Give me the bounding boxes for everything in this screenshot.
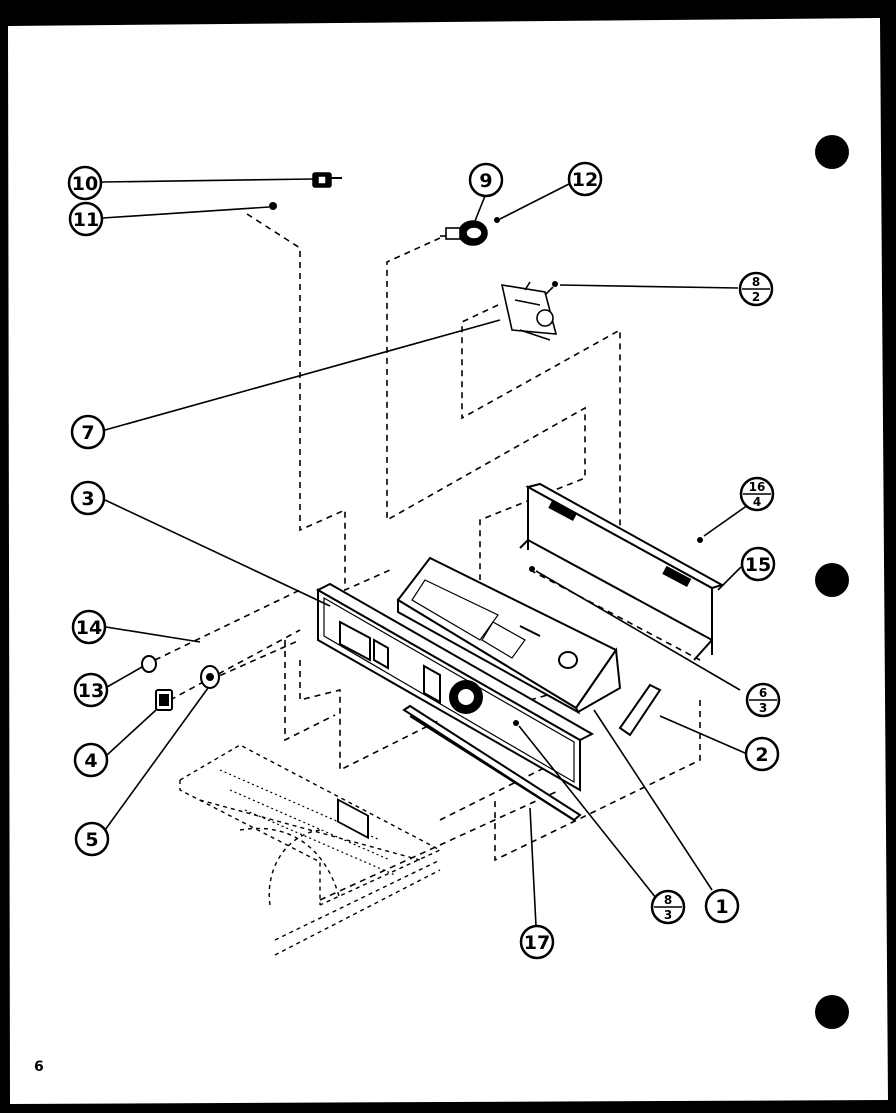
callout-15: 15 [740,546,776,582]
part-buzzer-9 [440,220,488,246]
part-skirt-5 [200,665,220,689]
paper-sheet [8,18,888,1104]
part-screw-12 [494,217,500,223]
svg-text:2: 2 [752,290,760,304]
leader-lines [101,178,756,927]
part-control-panel-3 [315,582,595,840]
callout-13: 13 [73,672,109,708]
part-bracket-15 [519,482,725,661]
page-number: 6 [34,1059,44,1075]
callout-8-over-3: 8 3 [650,889,686,925]
part-screw-8-3 [513,720,519,726]
svg-text:6: 6 [759,686,767,700]
cabinet-top-outline [179,744,442,956]
callout-1: 1 [704,888,740,924]
callout-10: 10 [67,165,103,201]
part-timer-7 [500,281,558,341]
svg-text:5: 5 [85,829,98,851]
part-button-4 [155,689,173,711]
svg-text:4: 4 [84,750,97,772]
part-screw-16-4 [697,537,703,543]
binder-hole-top [815,135,849,169]
callout-16-over-4: 16 4 [739,476,775,512]
part-screw-11 [269,202,277,210]
callout-4: 4 [73,742,109,778]
svg-text:9: 9 [479,170,492,192]
part-switch-10 [312,172,342,188]
callout-6-over-3: 6 3 [745,682,781,718]
svg-text:7: 7 [81,422,94,444]
svg-text:16: 16 [749,480,766,494]
svg-text:14: 14 [76,617,102,639]
svg-text:12: 12 [572,169,598,191]
svg-text:8: 8 [664,893,672,907]
svg-text:2: 2 [755,744,768,766]
callout-17: 17 [519,924,555,960]
assembly-guide-lines [154,213,701,901]
svg-text:3: 3 [81,488,94,510]
part-screw-6-3 [529,566,535,572]
svg-text:17: 17 [524,932,550,954]
part-end-cap-2 [618,683,662,737]
svg-text:1: 1 [715,896,728,918]
callout-9: 9 [468,162,504,198]
part-screw-8-2 [552,281,558,287]
svg-text:15: 15 [745,554,771,576]
binder-hole-middle [815,563,849,597]
callout-3: 3 [70,480,106,516]
callout-2: 2 [744,736,780,772]
part-console-1 [396,556,622,715]
callout-14: 14 [71,609,107,645]
part-trim-strip-17 [402,704,582,822]
svg-text:4: 4 [753,495,761,509]
callout-8-over-2: 8 2 [738,271,774,307]
svg-text:3: 3 [759,701,767,715]
svg-text:8: 8 [752,275,760,289]
callout-5: 5 [74,821,110,857]
svg-text:10: 10 [72,173,98,195]
svg-text:13: 13 [78,680,104,702]
part-knob-13 [141,655,157,673]
callout-7: 7 [70,414,106,450]
svg-text:11: 11 [73,209,99,231]
svg-text:3: 3 [664,908,672,922]
callout-12: 12 [567,161,603,197]
callout-11: 11 [68,201,104,237]
binder-hole-bottom [815,995,849,1029]
